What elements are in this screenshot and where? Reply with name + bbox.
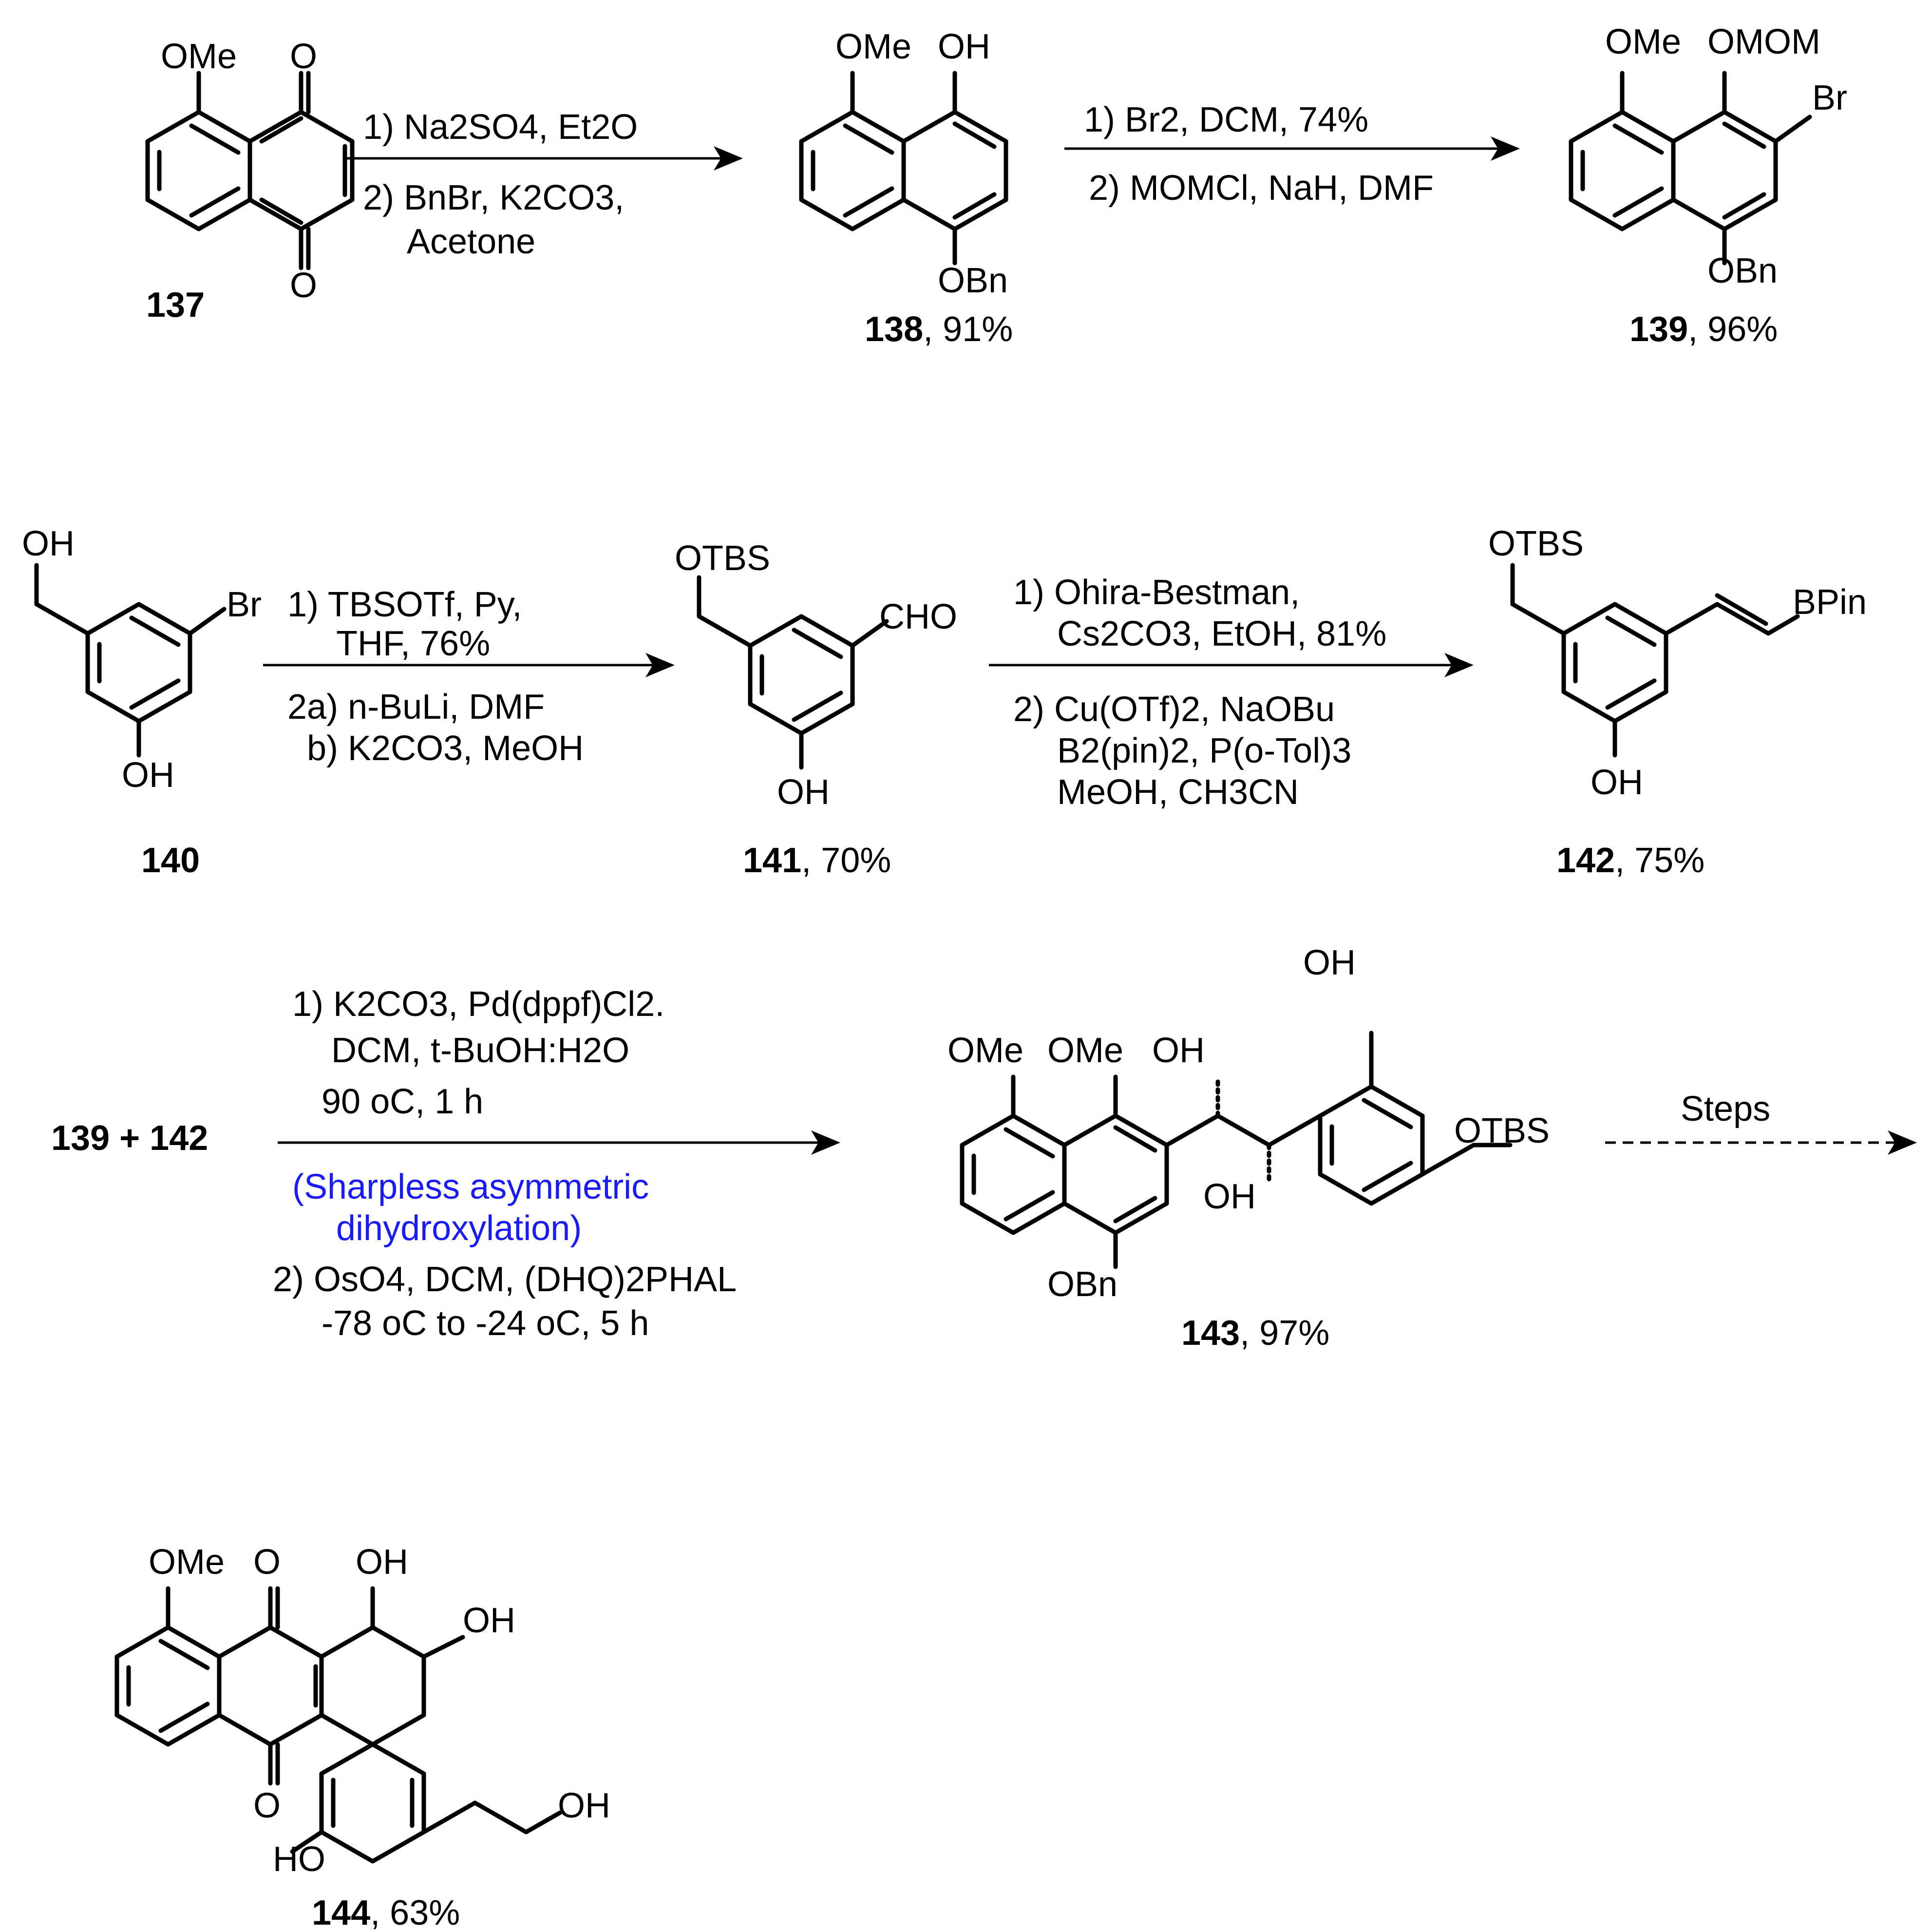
compound-yield: , 63% (370, 1893, 460, 1930)
atom-o-top: O (290, 37, 317, 76)
atom-obn: OBn (1707, 251, 1778, 290)
condition-line: 1) K2CO3, Pd(dppf)Cl2. (292, 985, 664, 1024)
reaction-step-4: 1) Ohira-Bestman, Cs2CO3, EtOH, 81% 2) C… (989, 573, 1474, 812)
reaction-step-2: 1) Br2, DCM, 74% 2) MOMCl, NaH, DMF (1064, 100, 1520, 208)
condition-line: Cs2CO3, EtOH, 81% (1057, 614, 1386, 653)
atom-ome: OMe (1047, 1031, 1123, 1070)
atom-oh: OH (463, 1601, 515, 1640)
atom-otbs: OTBS (1454, 1111, 1550, 1150)
compound-number: 139 (1629, 310, 1688, 349)
reaction-step-5: 139 + 142 1) K2CO3, Pd(dppf)Cl2. DCM, t-… (51, 985, 840, 1343)
condition-line: 1) Ohira-Bestman, (1013, 573, 1300, 612)
compound-yield: , 75% (1615, 841, 1705, 880)
condition-line: Acetone (407, 222, 535, 261)
atom-obn: OBn (938, 261, 1008, 300)
condition-line: 2) Cu(OTf)2, NaOBu (1013, 690, 1335, 729)
condition-line: B2(pin)2, P(o-Tol)3 (1057, 731, 1351, 770)
condition-line: -78 oC to -24 oC, 5 h (322, 1304, 649, 1343)
condition-line: 2) OsO4, DCM, (DHQ)2PHAL (273, 1260, 737, 1299)
atom-omom: OMOM (1707, 22, 1820, 61)
compound-yield: , 97% (1240, 1314, 1329, 1353)
compound-yield: , 70% (801, 841, 891, 880)
atom-ome: OMe (149, 1543, 225, 1582)
condition-line: THF, 76% (336, 624, 490, 663)
atom-oh: OH (356, 1543, 408, 1582)
reaction-step-1: 1) Na2SO4, Et2O 2) BnBr, K2CO3, Acetone (346, 108, 743, 261)
atom-oh: OH (1203, 1177, 1256, 1216)
atom-oh: OH (1591, 763, 1643, 802)
condition-line: 2a) n-BuLi, DMF (287, 688, 545, 726)
steps-label: Steps (1681, 1089, 1770, 1128)
atom-o-bottom: O (290, 266, 317, 305)
compound-139: OMe OMOM Br OBn 139, 96% (1569, 22, 1847, 349)
compound-138: OMe OH OBn 138, 91% (799, 27, 1013, 349)
compound-142: OTBS BPin OH 142, 75% (1488, 524, 1867, 880)
atom-ome: OMe (947, 1031, 1023, 1070)
compound-yield: , 96% (1688, 310, 1778, 349)
compound-144: OMe O OH OH O HO OH 144, 63% (114, 1543, 610, 1930)
atom-oh: OH (1303, 943, 1356, 982)
condition-line: 2) BnBr, K2CO3, (363, 178, 624, 217)
compound-number: 144 (312, 1893, 370, 1930)
atom-oh-bottom: OH (122, 756, 174, 795)
atom-o-top: O (253, 1543, 281, 1582)
condition-line: b) K2CO3, MeOH (307, 729, 584, 768)
note-line: (Sharpless asymmetric (292, 1167, 649, 1206)
compound-label: 144, 63% (312, 1893, 460, 1930)
compound-label: 140 (141, 841, 200, 880)
compound-140: OH Br OH 140 (22, 524, 262, 880)
atom-br: Br (1812, 78, 1847, 117)
compound-141: OTBS CHO OH 141, 70% (675, 539, 957, 880)
condition-line: 2) MOMCl, NaH, DMF (1089, 169, 1434, 208)
reaction-step-6: Steps (1605, 1089, 1917, 1155)
compound-label: 142, 75% (1556, 841, 1705, 880)
atom-obn: OBn (1047, 1265, 1118, 1304)
atom-oh: OH (938, 27, 990, 66)
atom-ome: OMe (1605, 22, 1681, 61)
atom-otbs: OTBS (675, 539, 770, 578)
condition-line: 1) TBSOTf, Py, (287, 585, 522, 624)
atom-o-bottom: O (253, 1786, 281, 1825)
reactants: 139 + 142 (51, 1119, 208, 1158)
reaction-step-3: 1) TBSOTf, Py, THF, 76% 2a) n-BuLi, DMF … (263, 585, 675, 768)
condition-line: 1) Br2, DCM, 74% (1084, 100, 1368, 139)
condition-line: 90 oC, 1 h (322, 1082, 483, 1121)
condition-line: MeOH, CH3CN (1057, 773, 1299, 812)
compound-label: 139, 96% (1629, 310, 1778, 349)
compound-label: 137 (146, 286, 205, 325)
atom-ome: OMe (835, 27, 911, 66)
atom-oh: OH (1152, 1031, 1205, 1070)
atom-cho: CHO (879, 597, 957, 636)
atom-otbs: OTBS (1488, 524, 1584, 563)
atom-ome: OMe (161, 37, 237, 76)
compound-137: OMe O O 137 (145, 37, 355, 325)
compound-label: 141, 70% (743, 841, 891, 880)
compound-143: OMe OMe OH OH OH OTBS OBn 143, 97% (947, 943, 1550, 1353)
atom-oh: OH (558, 1786, 610, 1825)
compound-number: 143 (1181, 1314, 1240, 1353)
atom-oh-top: OH (22, 524, 75, 563)
note-line: dihydroxylation) (336, 1209, 582, 1248)
atom-ho: HO (273, 1840, 325, 1879)
condition-line: DCM, t-BuOH:H2O (331, 1031, 629, 1070)
compound-number: 141 (743, 841, 801, 880)
atom-bpin: BPin (1793, 583, 1867, 622)
compound-label: 143, 97% (1181, 1314, 1329, 1353)
compound-yield: , 91% (923, 310, 1013, 349)
atom-oh: OH (777, 773, 830, 812)
compound-label: 138, 91% (865, 310, 1013, 349)
compound-number: 138 (865, 310, 923, 349)
atom-br: Br (227, 585, 262, 624)
compound-number: 142 (1556, 841, 1615, 880)
condition-line: 1) Na2SO4, Et2O (363, 108, 638, 147)
